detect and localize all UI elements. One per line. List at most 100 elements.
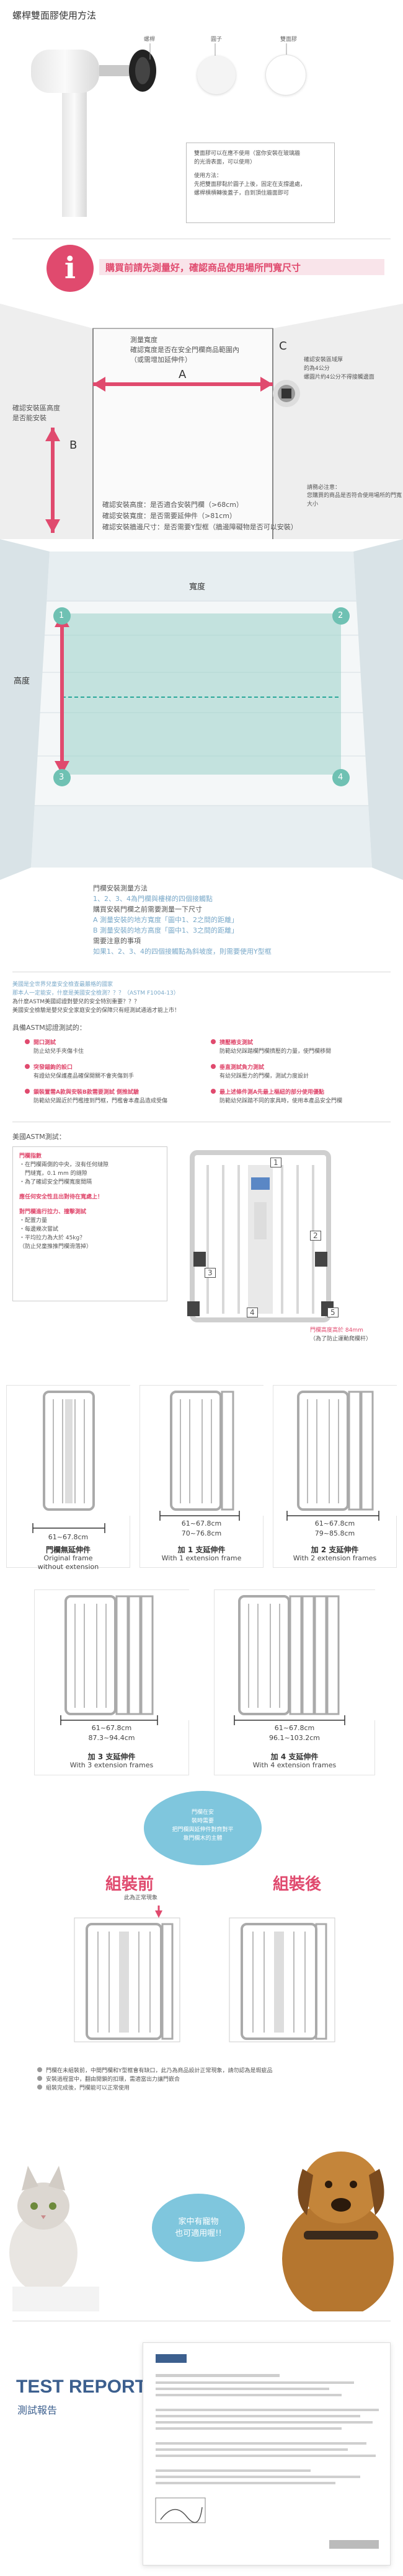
frame-ext-1-cn: 加 1 支延伸件 [177,1545,226,1554]
frame-ext-3-en: With 3 extension frames [69,1761,154,1769]
safety-right-1-desc: 防範幼兒踩踏欄門欄擠壓的力量，使門欄移開 [219,1048,332,1055]
pets-bubble: 家中有寵物 也可適用喔!! [152,2194,245,2262]
measure-banner [99,259,384,275]
frame-ext-2-dim-1: 61~67.8cm [314,1519,355,1528]
before-title: 組裝前 [105,1875,154,1894]
cap-disc [197,56,236,94]
assembly-bullet-3: 組裝完成後，門欄能可以正常使用 [37,2084,384,2093]
height-label-1: 確認安裝區高度 [12,404,60,412]
assembly-bullets: 門欄在未組裝前，中間門欄和Y型框會有缺口，此乃為商品設計正常現象，請勿認為是瑕疵… [37,2067,384,2093]
frame-ext-1-dim-2: 70~76.8cm [181,1529,222,1537]
assembly-after-gate [217,1906,347,2054]
astm-line-1: ・在門欄兩側的中央，沒有任何縫隙 [19,1162,109,1168]
measure-note-2: 您購買的商品是否符合使用場所的門寬大小 [307,493,402,508]
width-label-2: 確認寬度是否在安全門欄商品範圍內 [130,346,239,354]
safety-intro: 美國是全世界兒童安全檢查最嚴格的國家 那本人一定能安，什麼是美國安全檢測？？？（… [12,980,391,1015]
stairs-t6: 需要注意的事項 [93,937,141,945]
stairs-t4: A 測量安裝的地方寬度「圖中1、2之間的距離」 [93,916,239,924]
astm-box-title: 門欄指數 [19,1153,42,1159]
frame-ext-4-en: With 4 extension frames [252,1761,337,1769]
astm-point-5: 5 [327,1308,339,1317]
stairs-t2: 1、2、3、4為門欄與樓梯的四個接觸點 [93,895,213,903]
before-subtitle: 此為正常現象 [124,1895,158,1901]
after-title: 組裝後 [273,1875,322,1894]
height-label-2: 是否能安裝 [12,414,46,422]
safety-intro-1: 美國是全世界兒童安全檢查最嚴格的國家 [12,982,113,988]
astm-point-1: 1 [270,1158,281,1167]
stairs-text: 門欄安裝測量方法 1、2、3、4為門欄與樓梯的四個接觸點 購買安裝門欄之前需要測… [93,883,372,957]
info-icon: i [46,245,94,292]
frame-ext-1-dim-1: 61~67.8cm [181,1519,222,1528]
point-1: 1 [59,611,64,620]
bubble-line-3: 把門欄與延伸件對齊對平 [172,1827,234,1833]
astm-point-3: 3 [205,1268,216,1278]
frame-ext-4-dim-2: 96.1~103.2cm [269,1734,320,1742]
astm-check-2: ・每邊幾次嘗試 [19,1226,59,1233]
astm-box: 門欄指數 ・在門欄兩側的中央，沒有任何縫隙 門縫寬，0.1 mm 的縫隙 ・為了… [12,1146,167,1301]
height-note-2: （為了防止運動爬欄杆） [310,1336,372,1342]
dim-line [233,1714,351,1726]
stairs-illustration [0,539,403,880]
thickness-label-3: 螺圓片約4公分不得接觸邊面 [304,374,374,380]
safety-left-1-desc: 防止幼兒手夾傷卡住 [33,1048,84,1055]
measure-note-1: 請務必注意： [307,485,341,491]
requirement-height: 確認安裝高度：是否適合安裝門欄（>68cm） [102,501,243,509]
safety-intro-3: 為什麼ASTM美國認證對嬰兒的安全特別重要？？？ [12,999,140,1005]
frame-ext-2-cn: 加 2 支延伸件 [311,1545,359,1554]
stairs-t7: 如果1、2、3、4的四個接觸點為斜坡度，則需要使用Y型框 [93,947,272,956]
safety-left-2-title: 突發錨鉤的設口 [25,1063,192,1072]
frame-original-en-1: Original frame [43,1554,93,1562]
frame-ext-3-dim-2: 87.3~94.4cm [88,1734,135,1742]
dim-line [286,1510,385,1522]
requirement-wall: 確認安裝牆邊尺寸：是否需要Y型框（牆邊障礙物是否可以安裝） [102,523,298,531]
frame-original-dim: 61~67.8cm [48,1533,89,1541]
safety-intro-2: 那本人一定能安，什麼是美國安全檢測？？？（ASTM F1004-13） [12,990,179,996]
astm-label: 美國ASTM測試： [12,1133,66,1141]
height-note: 門欄高度高於 84mm [310,1327,363,1334]
cap-label: 圓子 [211,37,223,43]
note-line-5: 螺桿槓槓轉後蓋子，自到頂住牆面即可 [194,190,290,196]
note-line-3: 使用方法： [194,173,223,179]
tape-disc [265,55,306,95]
astm-highlight: 應任何安全性且出對待在寬處上！ [19,1194,104,1200]
point-4: 4 [338,773,343,782]
frame-ext-3-cn: 加 3 支延伸件 [87,1752,136,1761]
safety-left-1-title: 開口測試 [25,1039,192,1047]
note-line-4: 先把雙面膠黏於圓子上後，固定在支撐邊處， [194,182,306,188]
bolt-label: 螺桿 [144,37,156,43]
tape-label: 雙面膠 [280,37,298,43]
width-label-3: （或需增加延伸件） [130,356,192,364]
safety-left-3-title: 鎖裝置需A款與安裝B款需要測試 側推試驗 [25,1088,192,1097]
stairs-width-label: 寬度 [189,582,206,592]
safety-right-2-desc: 有幼兒踩壓力的門欄，測試力度設計 [219,1073,309,1079]
dim-line [32,1522,106,1534]
frame-ext-4: 61~67.8cm 96.1~103.2cm 加 4 支延伸件 With 4 e… [214,1589,376,1775]
letter-a: A [179,368,187,381]
astm-line-3: ・為了確認安全門欄寬度間隔 [19,1179,92,1185]
doorway-illustration [0,304,403,570]
stairs-t3: 購買安裝門欄之前需要測量一下尺寸 [93,905,202,913]
frame-ext-3: 61~67.8cm 87.3~94.4cm 加 3 支延伸件 With 3 ex… [34,1589,190,1775]
dim-line [159,1510,246,1522]
assembly-bullet-2: 安裝過程當中，翻由開鎖的扣環，需適當出力讓門嵌合 [37,2075,384,2084]
report-title: TEST REPORT [16,2376,147,2397]
frame-original-cn: 門欄無延伸件 [45,1545,91,1554]
frame-ext-2-dim-2: 79~85.8cm [314,1529,355,1537]
frame-ext-1: 61~67.8cm 70~76.8cm 加 1 支延伸件 With 1 exte… [140,1385,264,1568]
safety-left-2-desc: 有證幼兒保護產品確保開關不會夾傷到手 [33,1073,135,1079]
frame-ext-4-cn: 加 4 支延伸件 [270,1752,319,1761]
usage-note-box: 雙面膠可以在應不使用（當你安裝在玻璃牆 的光滑表面，可以使用） 使用方法： 先把… [186,143,335,223]
safety-right-1-title: 擠壓樁支測試 [211,1039,391,1047]
assembly-before-gate [62,1906,192,2054]
astm-point-2: 2 [310,1231,321,1241]
frame-ext-3-dim-1: 61~67.8cm [91,1724,132,1732]
astm-point-4: 4 [247,1308,258,1317]
note-line-2: 的光滑表面，可以使用） [194,159,256,165]
thickness-label-1: 確認安裝區域厚 [304,357,343,363]
width-label-1: 測量寬度 [130,336,157,344]
safety-right-3-desc: 防範幼兒踩踏不同的家具時，使用本產品安全門欄 [219,1098,343,1104]
astm-check-1: ・配置力量 [19,1218,48,1224]
frame-ext-1-en: With 1 extension frame [161,1554,242,1562]
measure-banner-text: 購買前請先測量好，確認商品使用場所門寬尺寸 [105,262,301,273]
safety-intro-4: 美國安全檢驗是嬰兒安全家庭安全的保障只有經測試通過才能上市！ [12,1008,180,1014]
